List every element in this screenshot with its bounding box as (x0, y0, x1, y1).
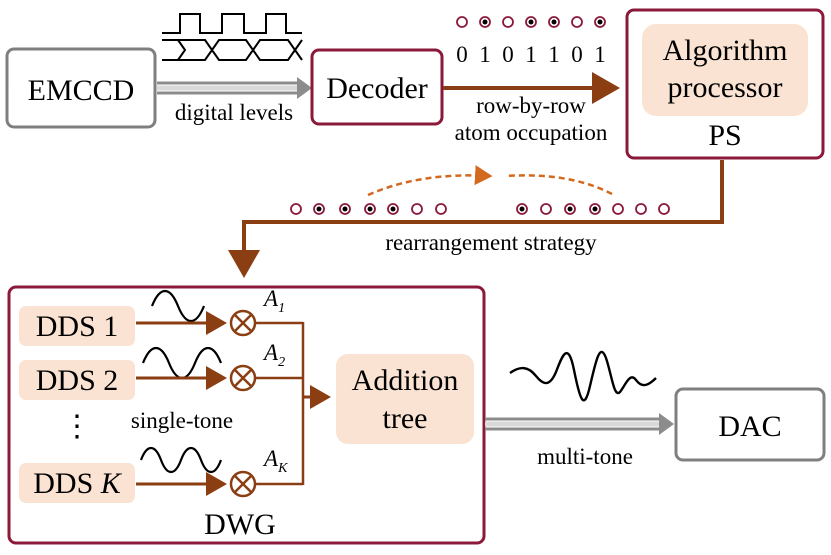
processor-label: processor (668, 71, 783, 104)
digital-levels-label: digital levels (175, 100, 293, 125)
rearrangement-dashed-arrow-right (504, 174, 613, 196)
decoder-label: Decoder (326, 72, 428, 105)
multi-tone-waveform-icon (509, 350, 657, 402)
dac-box (674, 387, 826, 462)
amplitude-a1-label: A1 (262, 286, 285, 316)
addition-to-dac-arrow (485, 413, 674, 435)
ps-label: PS (708, 119, 741, 152)
multiplier-1-icon (229, 309, 257, 337)
bit-0: 0 (456, 42, 468, 67)
emccd-label: EMCCD (28, 74, 135, 107)
dds-k-label: DDS K (33, 467, 123, 500)
multiplier-2-icon (229, 364, 257, 392)
processor-to-dwg-arrow (228, 160, 724, 278)
dds-2-label: DDS 2 (36, 364, 119, 397)
bit-4: 1 (548, 42, 560, 67)
algorithm-processor-block (642, 24, 808, 116)
rearrangement-strategy-label: rearrangement strategy (385, 230, 597, 255)
dds-ellipsis: ⋮ (62, 410, 92, 443)
emccd-to-decoder-arrow (157, 77, 312, 99)
atom-occupation-circles (456, 16, 606, 28)
bit-6: 1 (594, 42, 606, 67)
multiplier-k-icon (229, 470, 257, 498)
bit-5: 0 (571, 42, 583, 67)
dac-label: DAC (718, 410, 781, 443)
amplitude-a2-label: A2 (262, 340, 285, 370)
dds-k-block (19, 463, 135, 503)
dds-1-block (19, 306, 135, 346)
rearrangement-circles-left (290, 203, 447, 215)
emccd-box (5, 47, 157, 129)
bit-3: 1 (525, 42, 537, 67)
bit-1: 1 (479, 42, 491, 67)
sine-wave-1-icon (150, 289, 206, 323)
addition-label: Addition (352, 364, 459, 397)
amplitude-ak-label: AK (262, 446, 288, 476)
rearrangement-dashed-arrow-left (367, 165, 493, 197)
single-tone-label: single-tone (131, 408, 233, 433)
rearrangement-circles-right (516, 203, 670, 215)
bit-2: 0 (502, 42, 514, 67)
summing-bus (255, 321, 305, 486)
row-by-row-label: row-by-row (476, 93, 586, 118)
multi-tone-label: multi-tone (537, 444, 633, 469)
dwg-label: DWG (204, 508, 276, 541)
atom-occupation-label: atom occupation (455, 120, 608, 145)
addition-tree-block (336, 354, 474, 444)
tree-label: tree (383, 402, 428, 435)
bit-string: 0 1 0 1 1 0 1 (456, 42, 606, 67)
dds-2-block (19, 360, 135, 400)
digital-levels-waveform-icon (162, 13, 303, 61)
dds-1-label: DDS 1 (36, 310, 119, 343)
algorithm-label: Algorithm (663, 34, 788, 67)
decoder-box (310, 48, 444, 126)
sine-wave-k-icon (139, 446, 223, 474)
